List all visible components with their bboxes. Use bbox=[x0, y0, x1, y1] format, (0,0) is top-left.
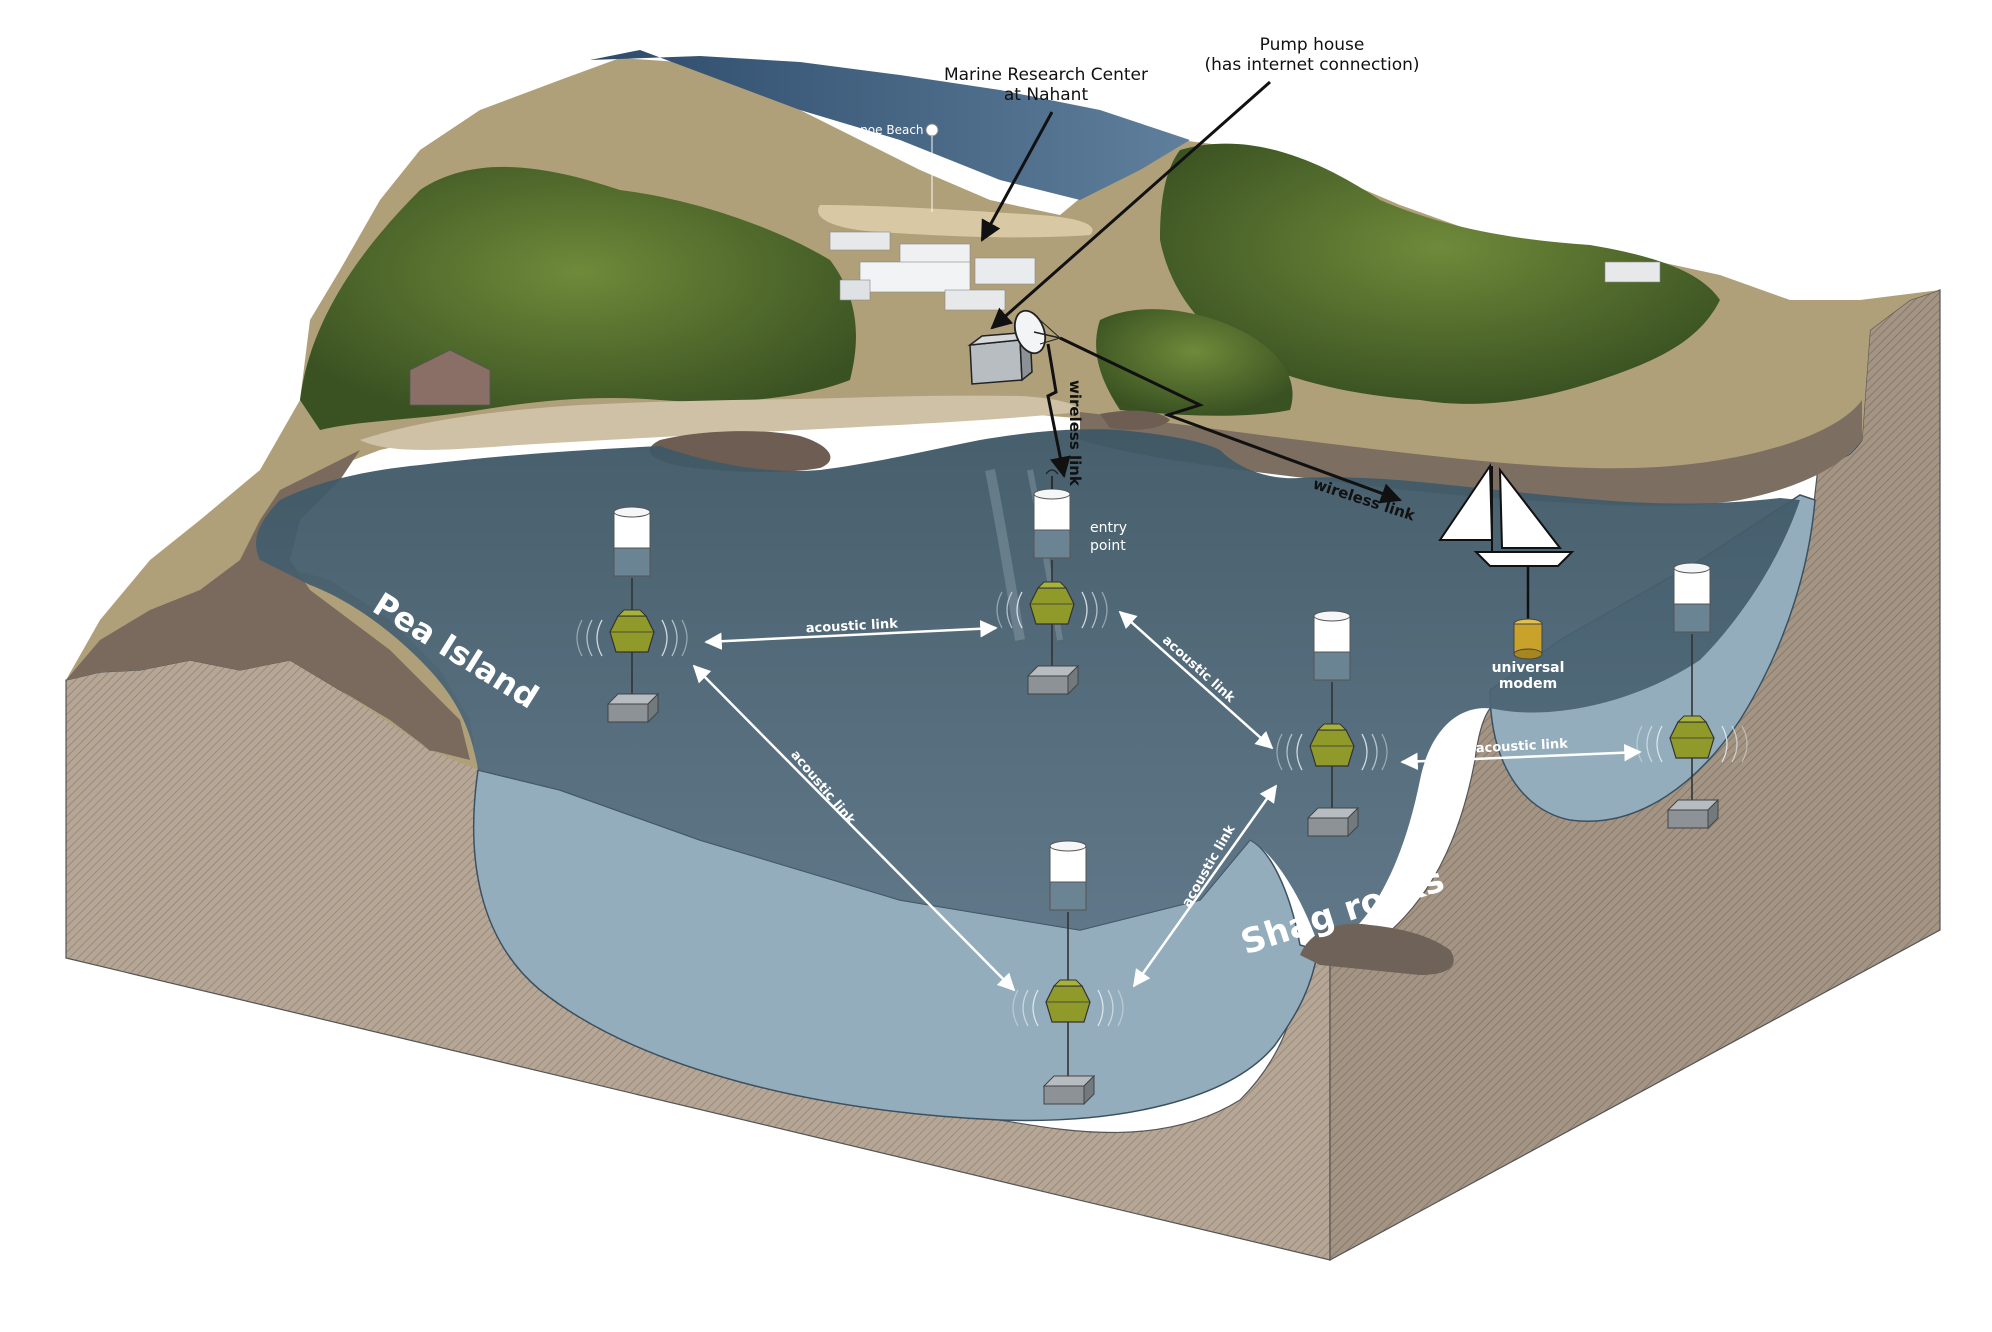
buoy-icon bbox=[1313, 610, 1351, 681]
callout-pump-house: Pump house (has internet connection) bbox=[990, 35, 1420, 330]
sound-wave bbox=[1006, 591, 1013, 629]
sound-wave bbox=[1101, 591, 1108, 629]
sound-wave bbox=[1032, 989, 1039, 1027]
buoy-icon bbox=[613, 506, 651, 577]
sound-wave bbox=[1022, 989, 1029, 1027]
universal-modem-icon bbox=[1513, 618, 1543, 660]
land-surface bbox=[66, 50, 1940, 770]
sound-wave bbox=[1276, 733, 1283, 771]
acoustic-link-left-center bbox=[704, 620, 998, 650]
sound-wave bbox=[1731, 725, 1738, 763]
sound-wave bbox=[1371, 733, 1378, 771]
sound-wave bbox=[1081, 591, 1088, 629]
node-left bbox=[576, 506, 688, 724]
buildings bbox=[409, 231, 1661, 406]
acoustic-modem-icon bbox=[609, 609, 655, 653]
canoe-beach-marker: Canoe Beach bbox=[844, 123, 939, 212]
sound-wave bbox=[1646, 725, 1653, 763]
buoy-icon bbox=[1673, 562, 1711, 633]
rocks-left-shore bbox=[66, 450, 470, 760]
anchor-block-icon bbox=[1666, 798, 1720, 830]
beach-far bbox=[818, 205, 1093, 238]
rocks-right-shore bbox=[1080, 400, 1862, 506]
shag-rocks-outcrop bbox=[1300, 923, 1454, 975]
node-entry bbox=[996, 469, 1108, 696]
wireless-link-vertical-label: wireless link bbox=[1066, 380, 1084, 487]
sound-wave bbox=[576, 619, 583, 657]
sound-wave bbox=[681, 619, 688, 657]
acoustic-link-center-right bbox=[1118, 610, 1274, 750]
pump-house-label-line1: Pump house bbox=[1260, 35, 1365, 55]
node-right bbox=[1276, 610, 1388, 838]
sailboat: universal modem bbox=[1438, 462, 1575, 692]
acoustic-link-right-far bbox=[1400, 743, 1642, 771]
wireless-link-vertical: wireless link bbox=[1046, 343, 1084, 487]
acoustic-link-right-far-label: acoustic link bbox=[1475, 737, 1568, 757]
acoustic-modem-icon bbox=[1309, 723, 1355, 767]
sound-wave bbox=[1381, 733, 1388, 771]
location-pin-icon bbox=[925, 123, 939, 137]
node-far-right bbox=[1636, 562, 1748, 830]
acoustic-link-bottom-right bbox=[1132, 784, 1278, 988]
sound-wave bbox=[1117, 989, 1124, 1027]
sound-wave bbox=[596, 619, 603, 657]
callout-marine-research-center: Marine Research Center at Nahant bbox=[944, 65, 1148, 242]
buoy-icon bbox=[1049, 840, 1087, 911]
entry-point-label-line1: entry bbox=[1090, 520, 1127, 536]
anchor-block-icon bbox=[1042, 1074, 1096, 1106]
sound-wave bbox=[1091, 591, 1098, 629]
acoustic-modem-icon bbox=[1045, 979, 1091, 1023]
marine-center-label-line1: Marine Research Center bbox=[944, 65, 1148, 85]
pump-house-label-line2: (has internet connection) bbox=[1205, 55, 1420, 75]
sound-wave bbox=[996, 591, 1003, 629]
buoy-icon bbox=[1033, 488, 1071, 559]
sailboat-icon bbox=[1438, 462, 1575, 567]
node-bottom bbox=[1012, 840, 1124, 1106]
marine-center-pointer bbox=[980, 111, 1054, 242]
sound-wave bbox=[661, 619, 668, 657]
sound-wave bbox=[1361, 733, 1368, 771]
rock-outcrop-mid bbox=[1100, 410, 1170, 430]
sound-wave bbox=[1012, 989, 1019, 1027]
anchor-block-icon bbox=[1026, 664, 1080, 696]
entry-point-label-line2: point bbox=[1090, 538, 1126, 554]
sound-wave bbox=[1107, 989, 1114, 1027]
sound-wave bbox=[1656, 725, 1663, 763]
sound-wave bbox=[586, 619, 593, 657]
sensor-nodes bbox=[576, 469, 1748, 1106]
sound-wave bbox=[1296, 733, 1303, 771]
acoustic-modem-icon bbox=[1029, 581, 1075, 625]
sound-wave bbox=[1721, 725, 1728, 763]
pump-house bbox=[967, 309, 1061, 385]
beach-near bbox=[360, 395, 1080, 450]
canoe-beach-label: Canoe Beach bbox=[844, 123, 923, 137]
universal-modem-label-line1: universal bbox=[1492, 660, 1565, 676]
satellite-dish-icon bbox=[1013, 309, 1061, 355]
sound-wave bbox=[1741, 725, 1748, 763]
forest-center bbox=[1096, 309, 1293, 416]
antenna-icon bbox=[1045, 469, 1059, 489]
anchor-block-icon bbox=[1306, 806, 1360, 838]
pump-house-pointer bbox=[990, 80, 1271, 330]
sound-wave bbox=[1097, 989, 1104, 1027]
marine-center-label-line2: at Nahant bbox=[1004, 85, 1089, 105]
acoustic-link-left-bottom bbox=[692, 664, 1016, 992]
acoustic-link-left-center-label: acoustic link bbox=[805, 617, 898, 637]
sound-wave bbox=[1286, 733, 1293, 771]
acoustic-modem-icon bbox=[1669, 715, 1715, 759]
far-bay-water bbox=[590, 50, 1190, 200]
forest-right bbox=[1160, 143, 1720, 404]
anchor-block-icon bbox=[606, 692, 660, 724]
universal-modem-label-line2: modem bbox=[1499, 676, 1557, 692]
sound-wave bbox=[1016, 591, 1023, 629]
sound-wave bbox=[671, 619, 678, 657]
